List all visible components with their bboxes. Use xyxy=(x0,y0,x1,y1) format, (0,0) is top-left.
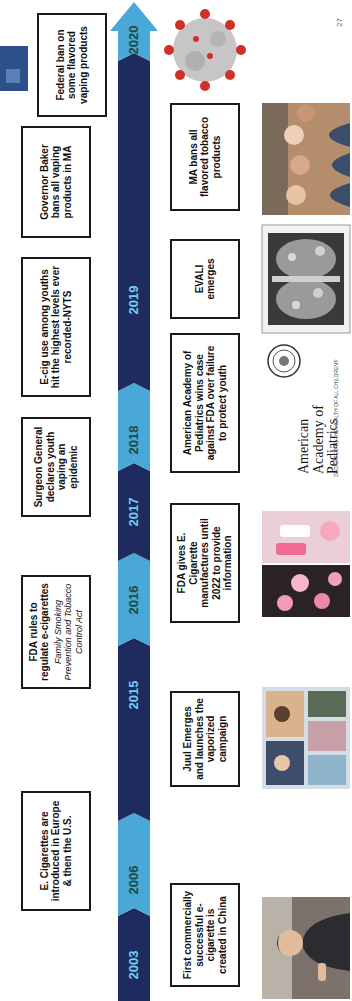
event-text: FDA rules to regulate e-cigarettes xyxy=(28,582,51,682)
year-label: 2019 xyxy=(126,280,141,320)
segment-fill xyxy=(110,2,158,61)
crowd-photo xyxy=(262,103,350,215)
segment-shape xyxy=(118,813,150,916)
segment-fill xyxy=(118,908,150,1001)
event-box: E-cig use among youths hit the highest l… xyxy=(21,257,91,397)
year-label: 2006 xyxy=(126,860,141,900)
event-text: E. Cigarettes are introduced in Europe &… xyxy=(39,798,74,904)
event-box: MA bans all flavored tobacco products xyxy=(170,103,240,211)
event-text: Surgeon General declares youth vaping an… xyxy=(33,424,79,510)
year-label: 2017 xyxy=(126,492,141,532)
partial-photo xyxy=(0,46,28,91)
segment-shape xyxy=(118,638,150,821)
event-text: E-cig use among youths hit the highest l… xyxy=(39,264,74,390)
year-label: 2003 xyxy=(126,945,141,985)
event-box: FDA rules to regulate e-cigarettesFamily… xyxy=(21,575,91,689)
year-label: 2020 xyxy=(126,20,141,60)
timeline-segment: 2019 xyxy=(118,61,150,391)
event-text: FDA gives E. Cigarette manufactures unti… xyxy=(176,510,234,616)
event-box: FDA gives E. Cigarette manufactures unti… xyxy=(170,503,240,623)
event-box: EVALI emerges xyxy=(170,239,240,319)
logo-text: DEDICATED TO THE HEALTH OF ALL CHILDREN® xyxy=(334,337,340,477)
event-text: MA bans all flavored tobacco products xyxy=(188,110,223,204)
timeline-segment: 2016 xyxy=(118,561,150,646)
segment-fill xyxy=(118,553,150,646)
event-text: Juul Emerges and launches the vaporized … xyxy=(182,698,228,780)
event-box: E. Cigarettes are introduced in Europe &… xyxy=(21,791,91,911)
event-text: Family Smoking Prevention and Tobacco Co… xyxy=(53,582,84,682)
event-box: Federal ban on some flavored vaping prod… xyxy=(37,13,107,117)
event-text: EVALI emerges xyxy=(194,246,217,312)
timeline-segment: 2020 xyxy=(110,2,158,61)
event-box: Juul Emerges and launches the vaporized … xyxy=(170,691,240,787)
year-label: 2016 xyxy=(126,580,141,620)
timeline-segment: 2006 xyxy=(118,821,150,916)
segment-fill xyxy=(118,383,150,471)
campaign-collage xyxy=(262,687,350,789)
event-text: Federal ban on some flavored vaping prod… xyxy=(55,20,90,110)
segment-fill xyxy=(118,463,150,561)
event-box: Surgeon General declares youth vaping an… xyxy=(21,417,91,517)
timeline-segment: 2018 xyxy=(118,391,150,471)
event-box: First commercially successful e-cigarett… xyxy=(170,883,240,987)
segment-fill xyxy=(118,638,150,821)
inventor-photo xyxy=(262,897,350,999)
timeline-segment: 2017 xyxy=(118,471,150,561)
event-text: American Academy of Pediatrics wins case… xyxy=(182,340,228,466)
lung-xray xyxy=(262,225,350,333)
segment-fill xyxy=(118,813,150,916)
virus-image xyxy=(158,5,252,95)
segment-fill xyxy=(118,53,150,391)
event-box: Governor Baker bans all vaping products … xyxy=(21,126,91,238)
segment-shape xyxy=(118,53,150,391)
event-text: Governor Baker bans all vaping products … xyxy=(39,133,74,231)
page-number: 27 xyxy=(336,7,344,27)
event-text: First commercially successful e-cigarett… xyxy=(182,890,228,980)
timeline-segment: 2015 xyxy=(118,646,150,821)
timeline-segment: 2003 xyxy=(118,916,150,1001)
event-box: American Academy of Pediatrics wins case… xyxy=(170,333,240,473)
year-label: 2018 xyxy=(126,420,141,460)
flavored-products-photo xyxy=(262,511,350,617)
year-label: 2015 xyxy=(126,675,141,715)
